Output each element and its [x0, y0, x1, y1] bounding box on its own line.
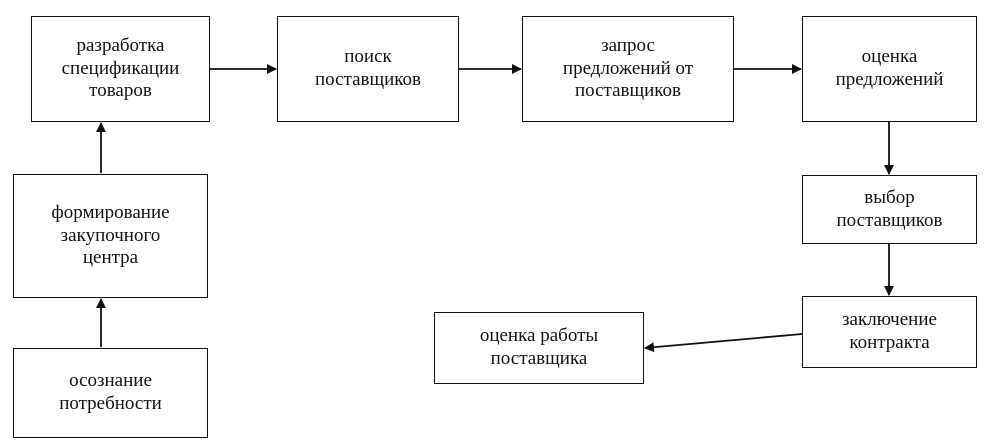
node-offer-evaluation: оценка предложений	[802, 16, 977, 122]
node-contract: заключение контракта	[802, 296, 977, 368]
node-supplier-search: поиск поставщиков	[277, 16, 459, 122]
node-procurement-center: формирование закупочного центра	[13, 174, 208, 298]
node-awareness: осознание потребности	[13, 348, 208, 438]
node-request-offers: запрос предложений от поставщиков	[522, 16, 734, 122]
arrow-contract-to-supplier-evaluation	[644, 333, 803, 353]
node-supplier-evaluation: оценка работы поставщика	[434, 312, 644, 384]
node-supplier-selection: выбор поставщиков	[802, 175, 977, 244]
node-spec-development: разработка спецификации товаров	[31, 16, 210, 122]
